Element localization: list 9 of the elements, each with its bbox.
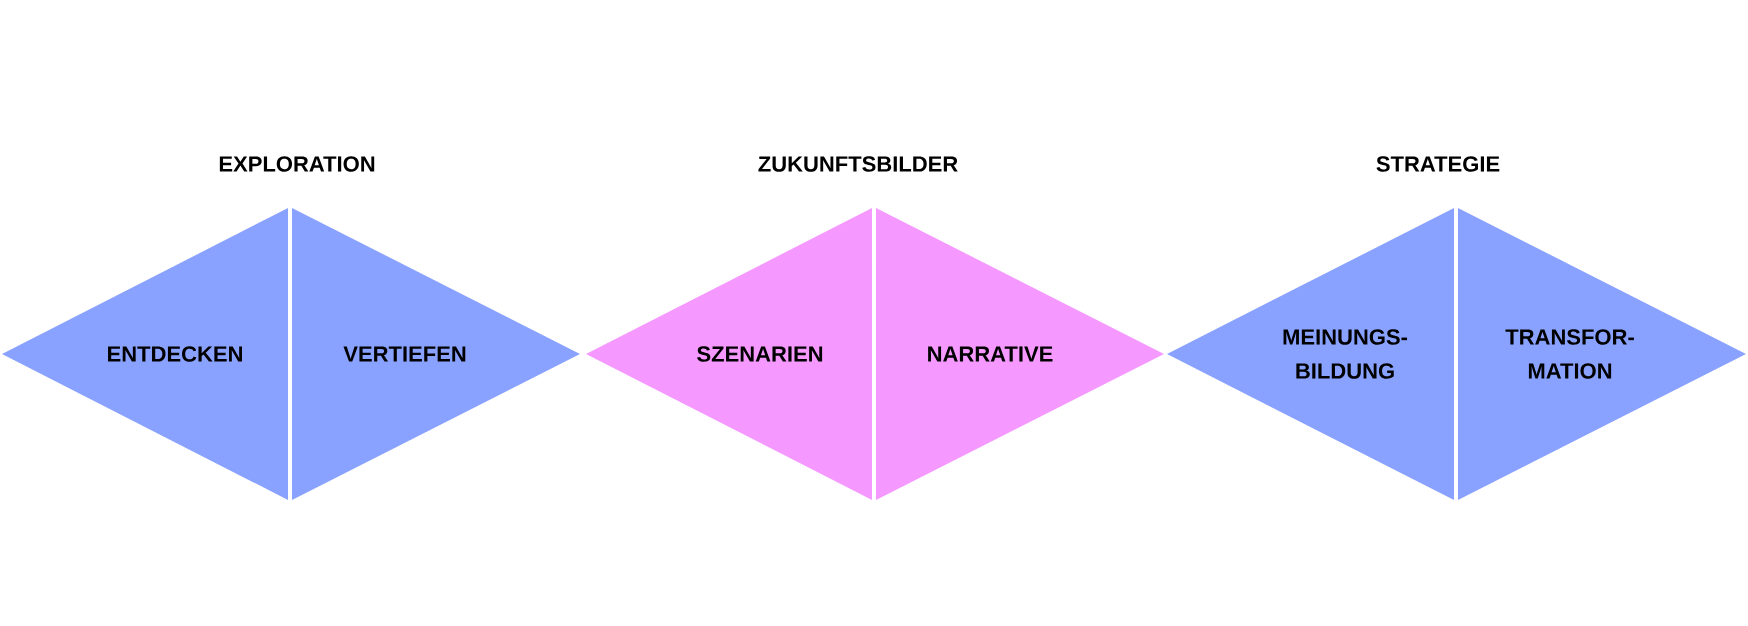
heading: STRATEGIE: [1376, 156, 1500, 172]
triangle-segment: SZENARIEN: [586, 208, 872, 500]
triangle-segment: MEINUNGS-BILDUNG: [1167, 208, 1454, 500]
triangle-segment: VERTIEFEN: [292, 208, 580, 500]
triangle-segment: TRANSFOR-MATION: [1458, 208, 1746, 500]
heading: ZUKUNFTSBILDER: [758, 156, 958, 172]
triangle-segment: ENTDECKEN: [2, 208, 288, 500]
heading: EXPLORATION: [219, 156, 375, 172]
triangle-segment: NARRATIVE: [876, 208, 1164, 500]
